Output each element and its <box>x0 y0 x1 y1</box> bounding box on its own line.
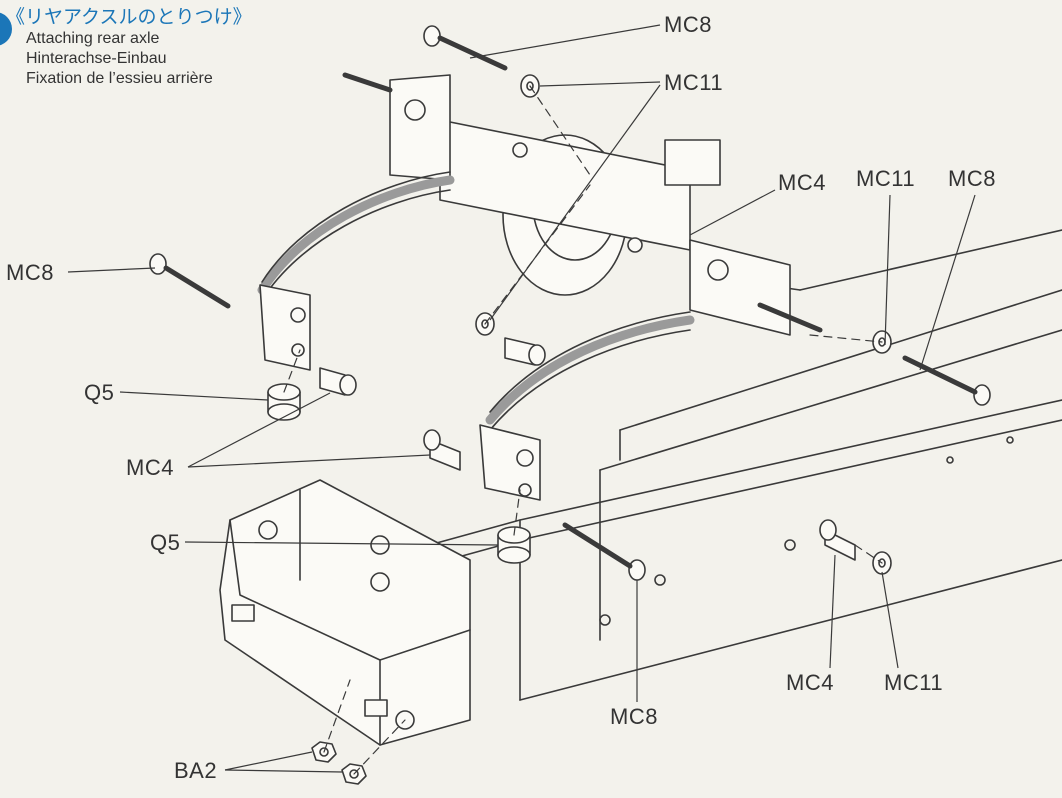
callout-mc4-left: MC4 <box>126 455 174 480</box>
callout-q5-upper: Q5 <box>84 380 115 405</box>
step-subtitle-english: Attaching rear axle <box>26 30 160 47</box>
collar-mc4 <box>319 337 856 561</box>
screw-mc8-left <box>149 253 231 309</box>
callout-mc8-left: MC8 <box>6 260 54 285</box>
nut-ba2 <box>311 741 367 785</box>
shackle-left <box>259 284 311 371</box>
callout-mc4-right: MC4 <box>778 170 826 195</box>
callout-mc8-right: MC8 <box>948 166 996 191</box>
rear-axle-differential <box>389 74 791 336</box>
step-number-badge <box>0 12 12 46</box>
step-title-japanese: 《リヤアクスルのとりつけ》 <box>6 6 252 28</box>
step-subtitle-german: Hinterachse-Einbau <box>26 50 167 67</box>
leaf-spring-left <box>257 171 455 301</box>
screw-mc8-bottom <box>562 522 646 581</box>
callout-q5-lower: Q5 <box>150 530 181 555</box>
callout-mc11-right: MC11 <box>856 166 916 191</box>
callout-mc8-top: MC8 <box>664 12 712 37</box>
step-subtitle-french: Fixation de l’essieu arrière <box>26 70 213 87</box>
screw-axle-stud <box>342 72 823 333</box>
callout-mc11-top: MC11 <box>664 70 724 95</box>
callout-mc8-bottom: MC8 <box>610 704 658 729</box>
callout-leader-lines <box>67 24 976 773</box>
rear-frame-end <box>219 479 471 746</box>
screw-mc8-top <box>423 25 508 71</box>
callout-mc4-bottom: MC4 <box>786 670 834 695</box>
callout-ba2: BA2 <box>174 758 218 783</box>
shackle-right <box>479 424 541 501</box>
leaf-spring-right <box>485 311 695 431</box>
callout-mc11-bottom: MC11 <box>884 670 944 695</box>
screw-mc8-right <box>902 355 991 406</box>
